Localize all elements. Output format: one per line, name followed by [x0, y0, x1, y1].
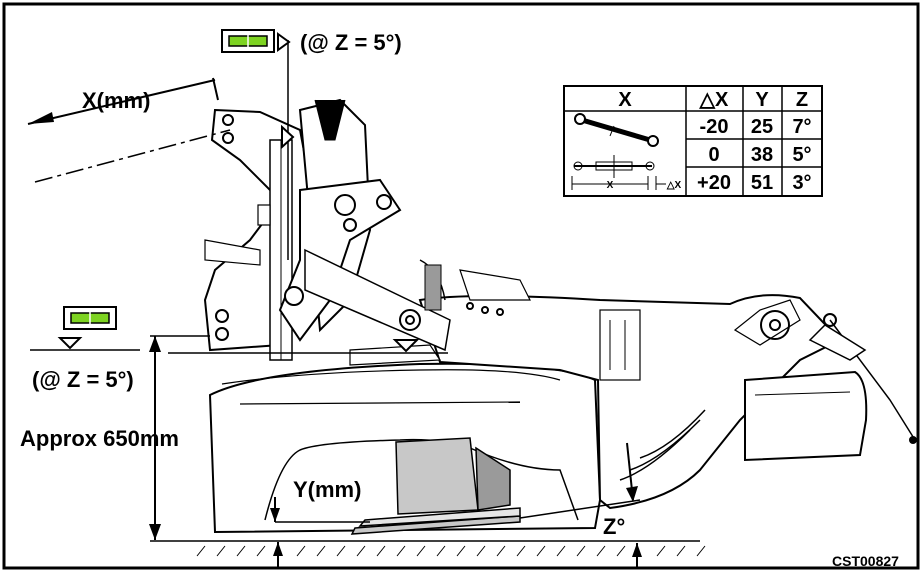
table-cell-y: 38 — [751, 144, 773, 166]
dimension-lines — [27, 40, 642, 568]
ground — [150, 540, 706, 557]
gearbox-housing — [350, 437, 521, 535]
inset-dx-label: △X — [666, 180, 682, 191]
y-dimension-label: Y(mm) — [293, 477, 361, 502]
top-link-icon — [574, 113, 659, 147]
table-cell-z: 7° — [792, 116, 811, 138]
spirit-level-icon — [63, 306, 117, 330]
table-cell-z: 5° — [792, 144, 811, 166]
left-level-note: (@ Z = 5°) — [32, 367, 134, 392]
table-header-y: Y — [755, 89, 769, 111]
triangle-marker-icon — [57, 32, 420, 353]
table-cell-dx: -20 — [700, 116, 729, 138]
table-header-dx: △X — [699, 89, 729, 111]
table-cell-dx: +20 — [697, 172, 731, 194]
x-dimension-label: X(mm) — [82, 88, 150, 113]
table-header-x: X — [618, 89, 632, 111]
top-level-note: (@ Z = 5°) — [300, 30, 402, 55]
z-angle-label: Z° — [603, 514, 625, 539]
table-cell-y: 51 — [751, 172, 773, 194]
adjustment-table: X △X Y Z -20 25 7° 0 38 5° +20 51 3° — [563, 85, 823, 197]
table-cell-dx: 0 — [708, 144, 719, 166]
figure-code: CST00827 — [832, 553, 899, 569]
hitch-tower — [203, 98, 531, 366]
table-cell-y: 25 — [751, 116, 773, 138]
table-header-z: Z — [796, 89, 808, 111]
table-cell-z: 3° — [792, 172, 811, 194]
top-link-dimension-icon — [571, 155, 666, 190]
spirit-level-icon — [221, 29, 275, 53]
inset-x-label: X — [607, 180, 614, 191]
height-dimension-label: Approx 650mm — [20, 426, 179, 451]
